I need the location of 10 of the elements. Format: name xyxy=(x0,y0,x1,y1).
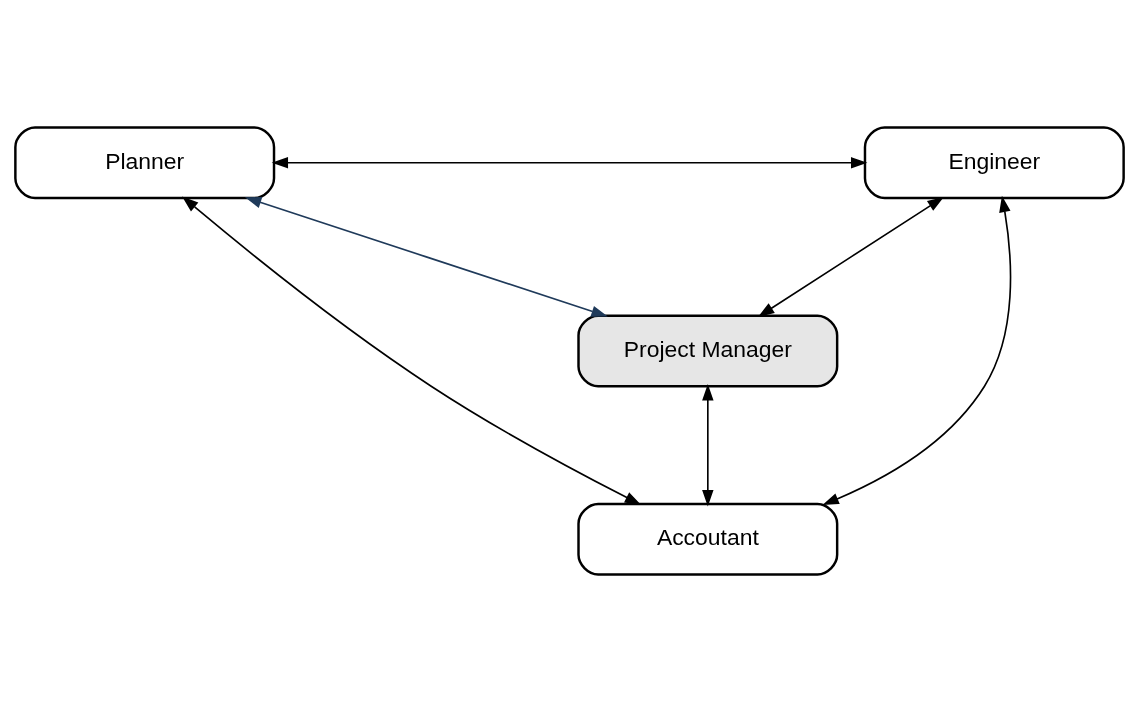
node-box: Planner xyxy=(14,126,276,200)
arrow xyxy=(271,157,868,169)
node-box: Accoutant xyxy=(577,502,839,576)
arrow xyxy=(244,196,608,317)
arrow xyxy=(182,196,642,505)
node-box: Engineer xyxy=(863,126,1125,200)
node-box: Project Manager xyxy=(577,314,839,388)
arrow xyxy=(757,196,944,317)
arrow xyxy=(822,195,1012,505)
arrow xyxy=(702,384,714,507)
